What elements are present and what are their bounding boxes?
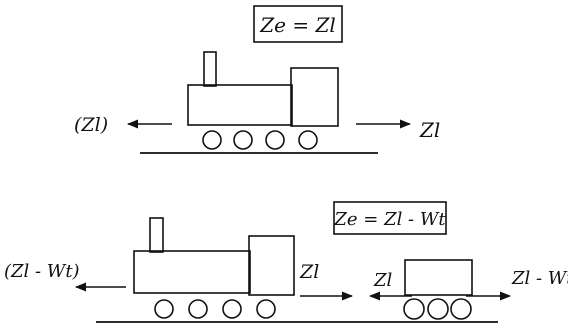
bottom-loco-chimney xyxy=(149,217,164,253)
bottom-wagon xyxy=(403,259,473,320)
top-loco-wheel xyxy=(265,130,285,150)
bottom-wagon-wheel xyxy=(403,298,425,320)
bottom-loco-wheel xyxy=(188,299,208,319)
bottom-wagon-body xyxy=(404,259,473,296)
top-diagram: Ze = Zl (Zl) Zl xyxy=(74,5,440,154)
top-loco-wheel xyxy=(233,130,253,150)
bottom-wagon-right-force-label: Zl - Wt xyxy=(511,268,568,289)
bottom-loco-wheel xyxy=(222,299,242,319)
top-loco-cab xyxy=(290,67,339,127)
bottom-wagon-left-force-label: Zl xyxy=(373,270,393,291)
bottom-loco-boiler xyxy=(133,250,251,294)
top-loco-boiler xyxy=(187,84,293,126)
top-loco-wheel xyxy=(202,130,222,150)
top-loco-wheel xyxy=(298,130,318,150)
top-equation-box: Ze = Zl xyxy=(253,5,343,43)
bottom-left-force-label: (Zl - Wt) xyxy=(4,261,80,282)
bottom-wagon-wheel xyxy=(450,298,472,320)
top-right-force-label: Zl xyxy=(419,118,440,142)
bottom-equation-box: Ze = Zl - Wt xyxy=(333,201,447,235)
top-equation: Ze = Zl xyxy=(259,13,336,37)
bottom-diagram: Ze = Zl - Wt (Zl - Wt) Zl Zl xyxy=(4,201,568,323)
bottom-coupling-force-label: Zl xyxy=(299,261,319,283)
bottom-locomotive xyxy=(133,217,295,319)
bottom-wagon-wheel xyxy=(427,298,449,320)
bottom-loco-wheel xyxy=(154,299,174,319)
top-left-force-label: (Zl) xyxy=(74,114,108,136)
bottom-loco-cab xyxy=(248,235,295,296)
top-loco-chimney xyxy=(203,51,217,87)
top-locomotive xyxy=(187,51,339,150)
bottom-loco-wheel xyxy=(256,299,276,319)
bottom-equation: Ze = Zl - Wt xyxy=(333,209,446,230)
